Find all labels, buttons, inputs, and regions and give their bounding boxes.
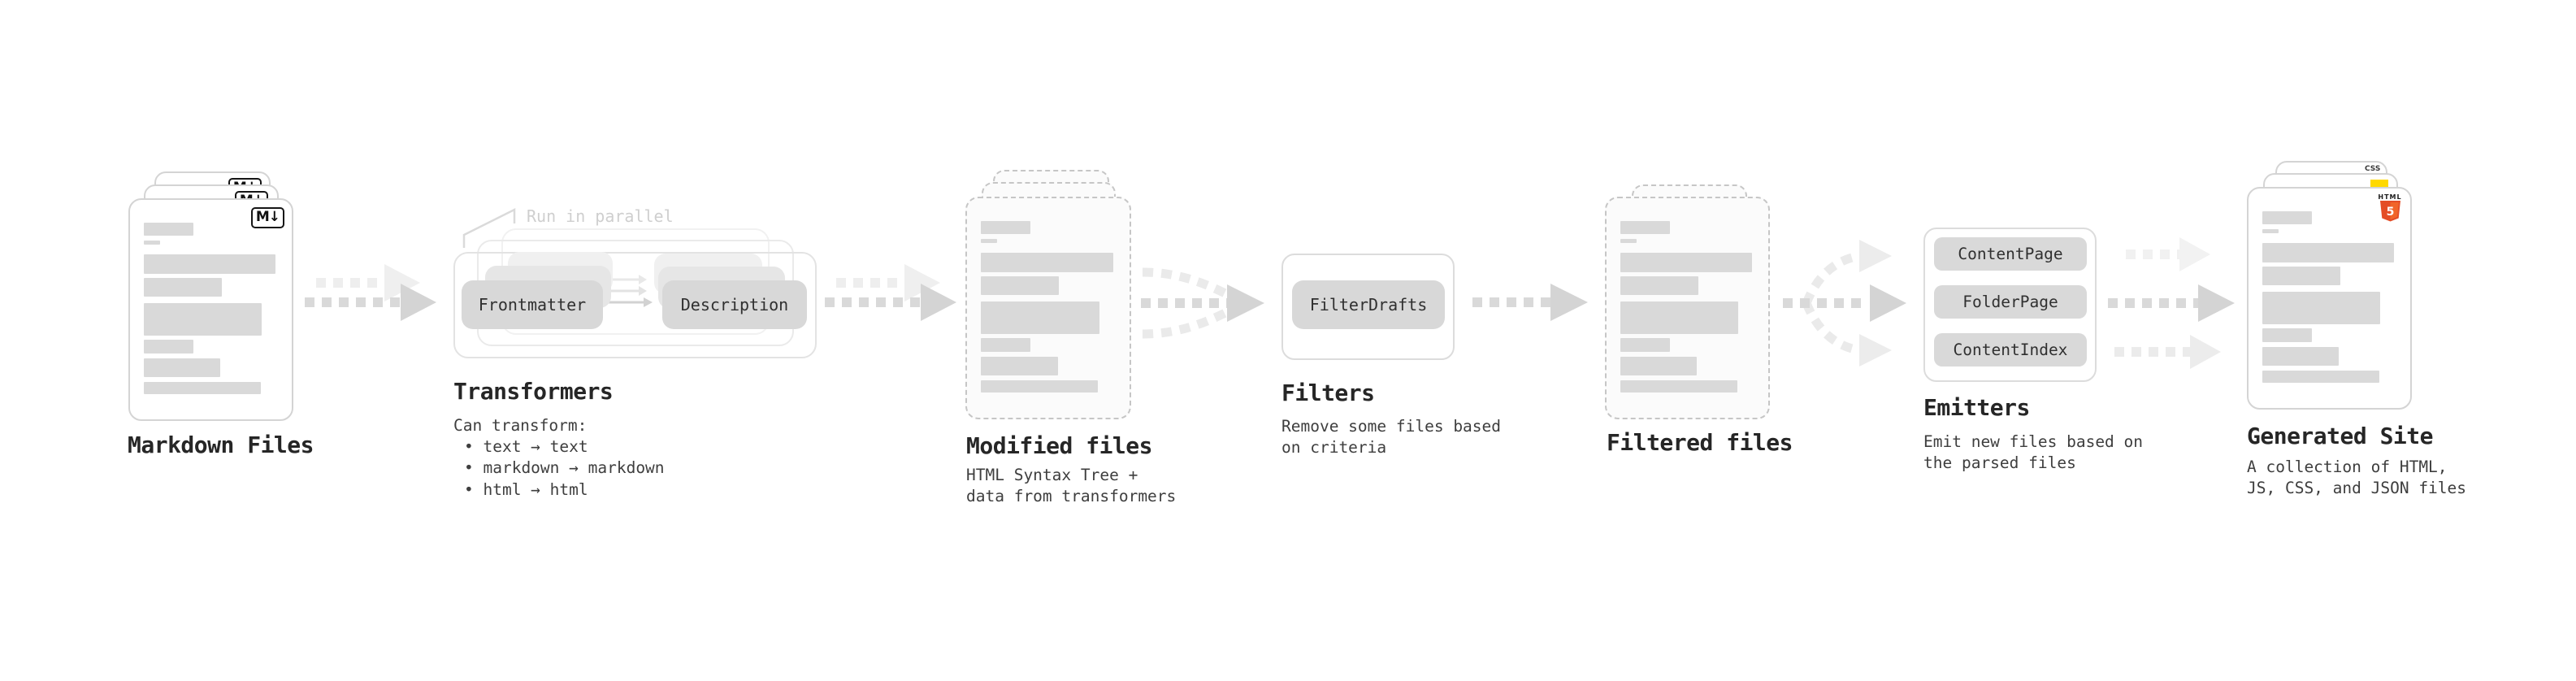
- html5-shield-icon: 5: [2379, 201, 2400, 222]
- emitters-desc: the parsed files: [1923, 453, 2076, 472]
- skeleton-bar: [981, 276, 1060, 295]
- skeleton-bar: [981, 253, 1113, 272]
- css-icon-text: CSS: [2365, 165, 2381, 173]
- skeleton-bar: [144, 382, 261, 394]
- transformers-bullet: • html → html: [464, 480, 588, 499]
- modified-files-label: Modified files: [966, 432, 1153, 459]
- skeleton-bar: [2262, 243, 2394, 262]
- skeleton-bar: [144, 223, 194, 236]
- skeleton-bar: [981, 380, 1099, 393]
- arrow-transformers-to-modified-icon: [825, 264, 956, 321]
- description-pill: Description: [662, 280, 807, 329]
- parallel-arrows-icon: [607, 275, 653, 307]
- skeleton-bar: [981, 239, 997, 243]
- skeleton-bar: [144, 278, 222, 297]
- skeleton-bar: [2262, 292, 2381, 324]
- skeleton-bar: [144, 241, 160, 245]
- skeleton-bar: [1620, 221, 1671, 234]
- skeleton-bar: [2262, 371, 2379, 383]
- emitters-label: Emitters: [1923, 394, 2030, 421]
- transformers-bullet: • markdown → markdown: [464, 458, 665, 477]
- html5-icon-word: HTML: [2378, 193, 2402, 201]
- modified-files-desc: data from transformers: [966, 487, 1177, 505]
- skeleton-bar: [2262, 211, 2313, 224]
- svg-text:5: 5: [2386, 206, 2394, 219]
- filtered-files-label: Filtered files: [1607, 429, 1793, 456]
- generated-site-label: Generated Site: [2247, 423, 2434, 449]
- document-skeleton: [1620, 221, 1754, 393]
- markdown-file-front: M↓: [128, 198, 293, 421]
- html5-icon: HTML 5: [2378, 193, 2402, 225]
- skeleton-bar: [2262, 347, 2340, 366]
- skeleton-bar: [144, 254, 275, 274]
- transformers-bullet: • text → text: [464, 437, 588, 456]
- arrow-markdown-to-transformers-icon: [305, 264, 436, 321]
- skeleton-bar: [2262, 229, 2279, 233]
- filters-desc: Remove some files based: [1281, 417, 1502, 436]
- transformers-desc-title: Can transform:: [453, 416, 588, 435]
- skeleton-bar: [2262, 267, 2340, 285]
- skeleton-bar: [1620, 276, 1698, 295]
- arrow-filtered-to-emitters-icon: [1783, 240, 1906, 367]
- generated-site-desc: A collection of HTML,: [2247, 458, 2448, 476]
- generated-file-html: HTML 5: [2247, 187, 2412, 410]
- skeleton-bar: [981, 301, 1100, 334]
- skeleton-bar: [1620, 338, 1671, 352]
- markdown-icon: M↓: [250, 207, 284, 228]
- skeleton-bar: [144, 358, 221, 377]
- transformers-label: Transformers: [453, 378, 614, 405]
- modified-file-front: [965, 197, 1131, 419]
- skeleton-bar: [144, 303, 262, 336]
- filterdrafts-pill: FilterDrafts: [1292, 280, 1445, 329]
- arrow-emitters-to-generated-icon: [2108, 237, 2235, 369]
- modified-files-desc: HTML Syntax Tree +: [966, 466, 1138, 484]
- markdown-files-label: Markdown Files: [128, 432, 314, 458]
- skeleton-bar: [2262, 328, 2313, 342]
- skeleton-bar: [981, 338, 1031, 352]
- document-skeleton: [981, 221, 1116, 393]
- skeleton-bar: [1620, 301, 1739, 334]
- filters-label: Filters: [1281, 380, 1375, 406]
- run-in-parallel-note: Run in parallel: [527, 206, 674, 226]
- skeleton-bar: [1620, 239, 1637, 243]
- skeleton-bar: [1620, 253, 1752, 272]
- frontmatter-pill: Frontmatter: [462, 280, 603, 329]
- skeleton-bar: [981, 221, 1031, 234]
- contentpage-chip: ContentPage: [1934, 237, 2087, 271]
- document-skeleton: [2262, 211, 2396, 383]
- callout-line-icon: [462, 207, 516, 248]
- emitters-desc: Emit new files based on: [1923, 432, 2144, 451]
- skeleton-bar: [1620, 357, 1698, 375]
- filtered-file-front: [1605, 197, 1770, 419]
- contentindex-chip: ContentIndex: [1934, 333, 2087, 367]
- arrow-modified-to-filters-icon: [1141, 267, 1264, 339]
- generated-site-desc: JS, CSS, and JSON files: [2247, 479, 2467, 497]
- folderpage-chip: FolderPage: [1934, 285, 2087, 319]
- transformer-frame-front: [453, 252, 817, 358]
- skeleton-bar: [981, 357, 1058, 375]
- skeleton-bar: [1620, 380, 1737, 393]
- skeleton-bar: [144, 340, 194, 354]
- arrow-filters-to-filtered-icon: [1472, 284, 1588, 321]
- document-skeleton: [144, 223, 278, 394]
- filters-desc: on criteria: [1281, 438, 1387, 457]
